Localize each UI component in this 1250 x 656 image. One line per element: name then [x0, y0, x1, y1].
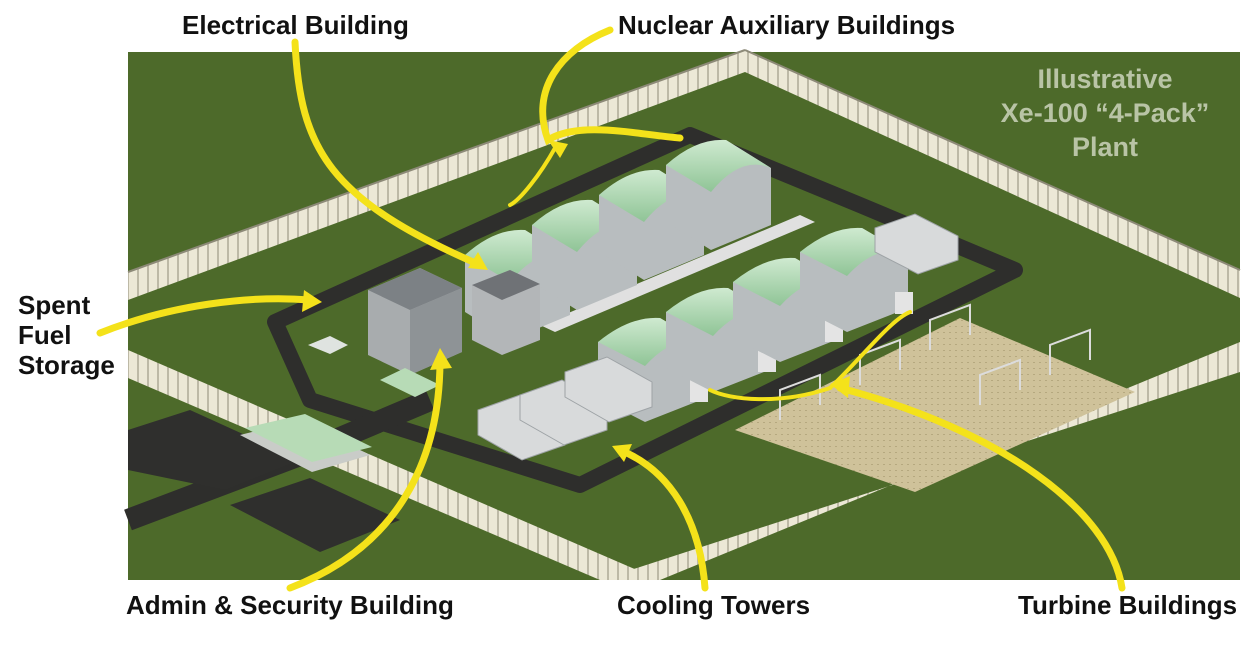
electrical-pointer: [291, 38, 484, 269]
label-admin-security-building: Admin & Security Building: [126, 590, 454, 620]
perimeter-fence: [127, 49, 1241, 580]
label-cooling-towers: Cooling Towers: [617, 590, 811, 620]
cooling-pointer: [616, 446, 709, 592]
cooling-towers: [477, 213, 959, 461]
caption-line-2: Xe-100 “4-Pack”: [1000, 98, 1210, 128]
electrical-building: [472, 270, 540, 355]
turbine-pointer: [836, 384, 1126, 592]
caption-line-1: Illustrative: [1037, 64, 1173, 94]
label-nuclear-auxiliary-buildings: Nuclear Auxiliary Buildings: [618, 10, 956, 40]
security-gatehouse: [240, 414, 372, 472]
nuclear-aux-pointer: [539, 26, 684, 146]
turbine-buildings: [598, 227, 913, 422]
label-spent-fuel-storage: Spent Fuel Storage: [18, 290, 138, 380]
label-spent-line-3: Storage: [18, 350, 115, 380]
label-pointers: [96, 26, 1126, 592]
admin-pointer: [286, 356, 444, 592]
label-spent-line-1: Spent: [18, 290, 91, 320]
spent-fuel-pointer: [96, 295, 314, 337]
label-electrical-building: Electrical Building: [182, 10, 409, 40]
parking-lot: [128, 410, 400, 552]
label-spent-line-2: Fuel: [18, 320, 72, 350]
illustration-caption: Illustrative Xe-100 “4-Pack” Plant: [960, 62, 1250, 164]
label-turbine-buildings: Turbine Buildings: [1018, 590, 1238, 620]
pointer-arrowheads: [302, 140, 850, 462]
outbuildings: [308, 336, 440, 397]
caption-line-3: Plant: [1071, 132, 1138, 162]
admin-security-building: [368, 268, 462, 375]
site-road: [267, 127, 1023, 493]
